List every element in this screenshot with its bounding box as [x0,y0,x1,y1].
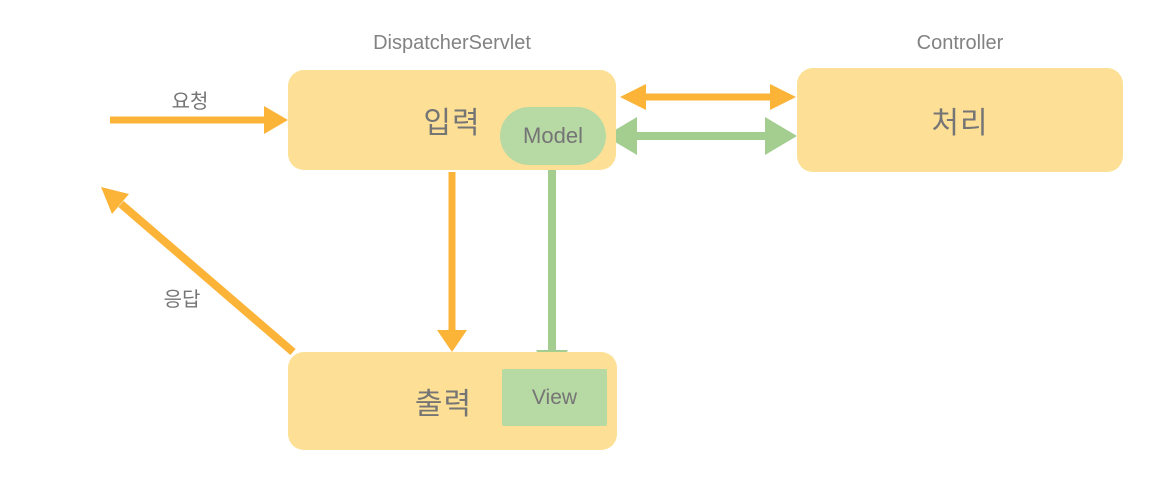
input-box-label: 입력 [423,107,481,140]
process-box-label: 처리 [931,107,989,140]
response-label: 응답 [163,289,201,311]
model-process-arrow [605,117,797,155]
request-arrow [110,106,288,134]
controller-label: Controller [916,32,1004,54]
process-box: 처리 [797,68,1123,172]
output-box-label: 출력 [414,388,473,421]
model-view-arrow [536,165,568,378]
request-label: 요청 [171,91,209,113]
input-output-arrow [437,172,467,352]
response-arrow [101,187,296,356]
view-label: View [531,385,578,409]
input-process-arrow [620,84,796,110]
model-node: Model [500,107,606,165]
view-node: View [502,369,607,426]
model-label: Model [523,123,583,148]
dispatcher-servlet-label: DispatcherServlet [373,32,531,54]
